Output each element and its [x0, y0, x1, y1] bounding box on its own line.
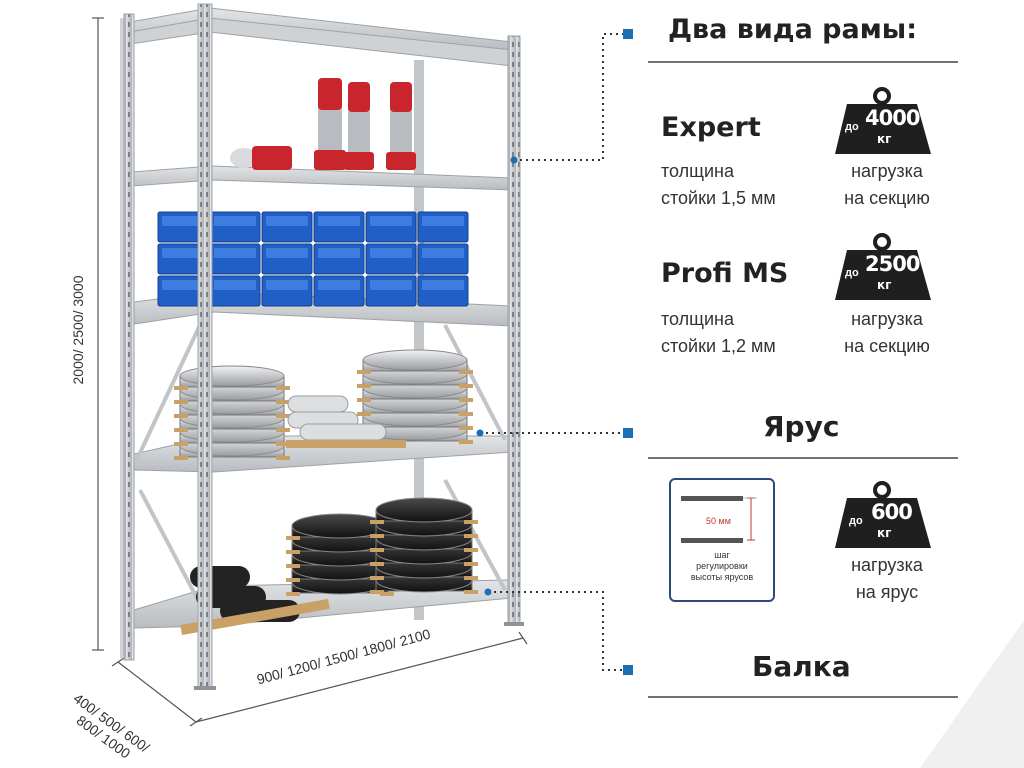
tier-title: Ярус: [763, 410, 840, 443]
step-caption: шаг регулировки высоты ярусов: [671, 550, 773, 583]
weight-unit: кг: [877, 526, 892, 540]
step-value: 50 мм: [706, 516, 731, 526]
frame-expert-load-line2: на секцию: [844, 188, 930, 208]
weight-prefix: до: [845, 267, 859, 279]
frame-profi-load: нагрузка на секцию: [826, 306, 948, 360]
weight-value: 2500: [865, 252, 920, 276]
frame-profi-desc-line2: стойки 1,2 мм: [661, 336, 776, 356]
tier-load-line1: нагрузка: [851, 555, 923, 575]
frame-profi-desc-line1: толщина: [661, 309, 734, 329]
frame-profi-desc: толщина стойки 1,2 мм: [661, 306, 776, 360]
tier-load-line2: на ярус: [855, 582, 919, 602]
frame-expert-load: нагрузка на секцию: [826, 158, 948, 212]
weight-unit: кг: [877, 278, 892, 292]
step-diagram-icon: [681, 496, 757, 543]
frame-profi-load-line2: на секцию: [844, 336, 930, 356]
frame-profi-weight: до 2500 кг: [835, 234, 931, 300]
tier-weight: до 600 кг: [835, 482, 931, 548]
height-dimension-label: 2000/ 2500/ 3000: [70, 275, 86, 385]
beam-title: Балка: [752, 650, 851, 683]
frame-expert-desc-line1: толщина: [661, 161, 734, 181]
frame-expert-weight: до 4000 кг: [835, 88, 931, 154]
tier-step-card: 50 мм шаг регулировки высоты ярусов: [669, 478, 775, 602]
bullet-square-icon: [623, 29, 633, 675]
weight-prefix: до: [845, 121, 859, 133]
tier-load: нагрузка на ярус: [826, 552, 948, 606]
step-caption-line3: высоты ярусов: [690, 572, 754, 582]
weight-value: 4000: [865, 106, 920, 130]
weight-icon: [835, 87, 931, 548]
step-caption-line1: шаг: [714, 550, 730, 560]
frame-expert-desc: толщина стойки 1,5 мм: [661, 158, 776, 212]
weight-unit: кг: [877, 132, 892, 146]
frame-profi-name: Profi MS: [661, 258, 789, 289]
frames-title: Два вида рамы:: [668, 14, 918, 45]
weight-value: 600: [871, 500, 913, 524]
frame-profi-load-line1: нагрузка: [851, 309, 923, 329]
step-caption-line2: регулировки: [696, 561, 748, 571]
frame-expert-name: Expert: [661, 112, 761, 143]
weight-prefix: до: [849, 515, 863, 527]
frame-expert-desc-line2: стойки 1,5 мм: [661, 188, 776, 208]
frame-expert-load-line1: нагрузка: [851, 161, 923, 181]
